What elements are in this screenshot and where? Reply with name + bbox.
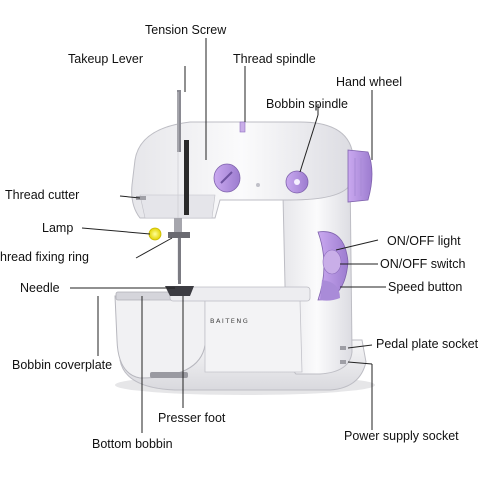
label-needle: Needle [20, 281, 60, 295]
leader-bobbin-spindle-b [299, 114, 319, 173]
onoff-switch [322, 249, 342, 275]
label-thread-spindle: Thread spindle [233, 52, 316, 66]
thread-cutter [136, 196, 146, 200]
label-onoff-light: ON/OFF light [387, 234, 461, 248]
label-thread-fixing-ring: hread fixing ring [0, 250, 89, 264]
needle [178, 234, 181, 284]
label-tension-screw: Tension Screw [145, 23, 227, 37]
brand-text: BAITENG [210, 317, 249, 325]
label-bobbin-coverplate: Bobbin coverplate [12, 358, 113, 372]
leader-pedal-plate-socket [347, 344, 373, 349]
label-hand-wheel: Hand wheel [336, 75, 403, 89]
lamp [148, 227, 162, 241]
label-takeup-lever: Takeup Lever [68, 52, 144, 66]
label-thread-cutter: Thread cutter [5, 188, 80, 202]
label-power-supply-socket: Power supply socket [344, 429, 459, 443]
leader-lines [70, 38, 386, 433]
label-bottom-bobbin: Bottom bobbin [92, 437, 173, 451]
leader-onoff-light [335, 239, 379, 251]
pedal-plate-socket [340, 346, 346, 350]
leader-power-supply-socket-b [347, 361, 373, 365]
head-divider [184, 140, 189, 215]
hand-wheel [347, 149, 373, 203]
leader-lamp [81, 227, 151, 235]
thread-fixing-ring [168, 232, 190, 238]
label-pedal-plate-socket: Pedal plate socket [376, 337, 479, 351]
speed-button [320, 280, 340, 301]
needle-bar [174, 218, 182, 236]
leader-thread-cutter [119, 195, 141, 199]
label-bobbin-spindle: Bobbin spindle [266, 97, 349, 111]
power-supply-socket [340, 360, 346, 364]
coverplate-slot [150, 372, 188, 378]
label-lamp: Lamp [42, 221, 74, 235]
leader-thread-fixing-ring [135, 237, 173, 259]
thread-spindle [239, 121, 246, 133]
bobbin-coverplate-area [114, 295, 206, 379]
takeup-lever [177, 90, 181, 152]
label-onoff-switch: ON/OFF switch [380, 257, 466, 271]
label-presser-foot: Presser foot [158, 411, 226, 425]
head-underside [139, 194, 216, 219]
label-speed-button: Speed button [388, 280, 463, 294]
